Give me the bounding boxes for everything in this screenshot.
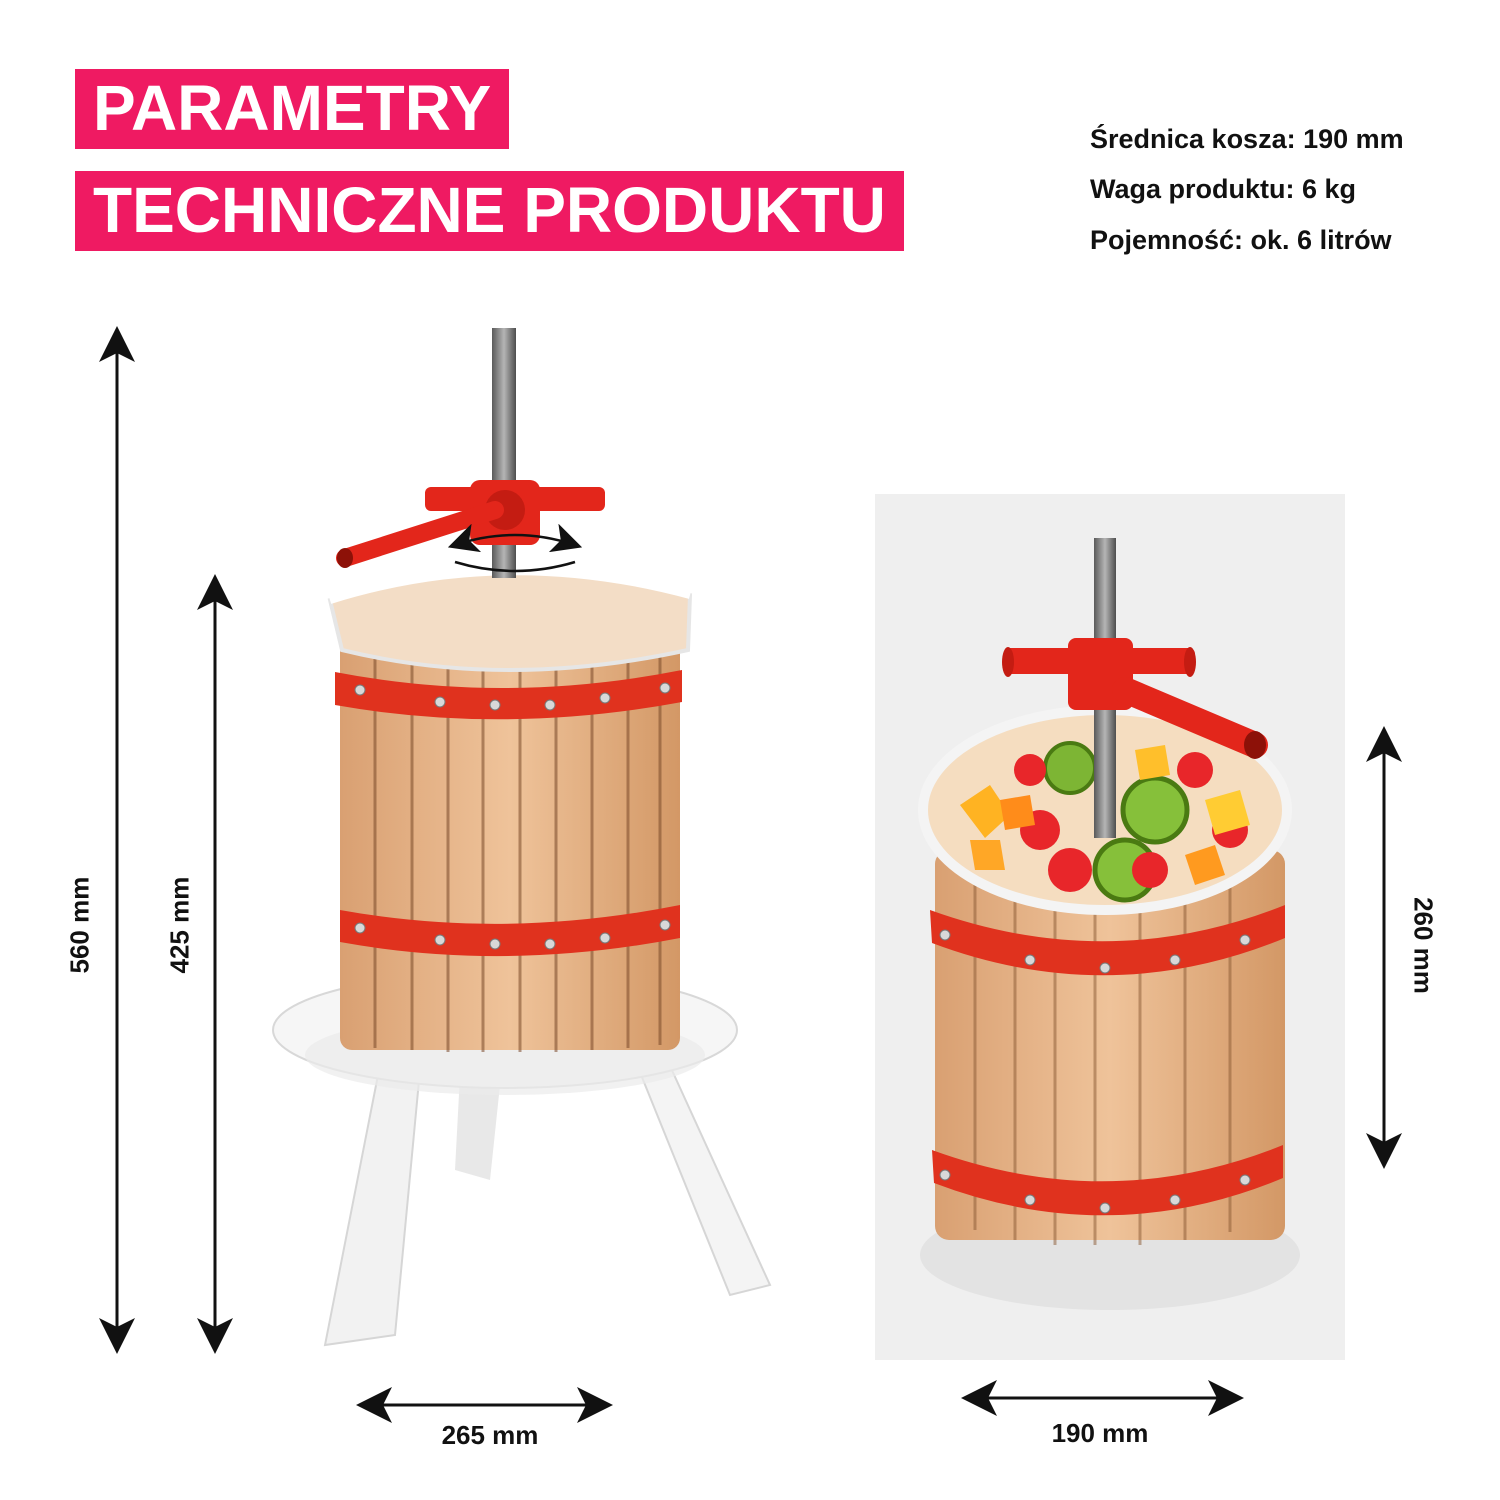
spec-capacity: Pojemność: ok. 6 litrów: [1090, 225, 1392, 255]
dimension-total-height: 560 mm: [64, 876, 95, 974]
fruit-press-full: [272, 328, 772, 1347]
fruit-basket-with-fruit: [918, 538, 1300, 1310]
dimension-basket-only-height: 260 mm: [1408, 897, 1439, 994]
page-title-line-2: TECHNICZNE PRODUKTU: [75, 171, 904, 251]
spec-weight: Waga produktu: 6 kg: [1090, 174, 1357, 204]
dimension-basket-height: 425 mm: [164, 876, 195, 974]
fruit-pieces: [960, 741, 1250, 903]
dimension-base-width: 265 mm: [441, 1420, 539, 1450]
spec-basket-diameter: Średnica kosza: 190 mm: [1090, 124, 1404, 154]
dimension-basket-diameter: 190 mm: [1051, 1418, 1149, 1448]
page-title-line-1: PARAMETRY: [75, 69, 510, 149]
